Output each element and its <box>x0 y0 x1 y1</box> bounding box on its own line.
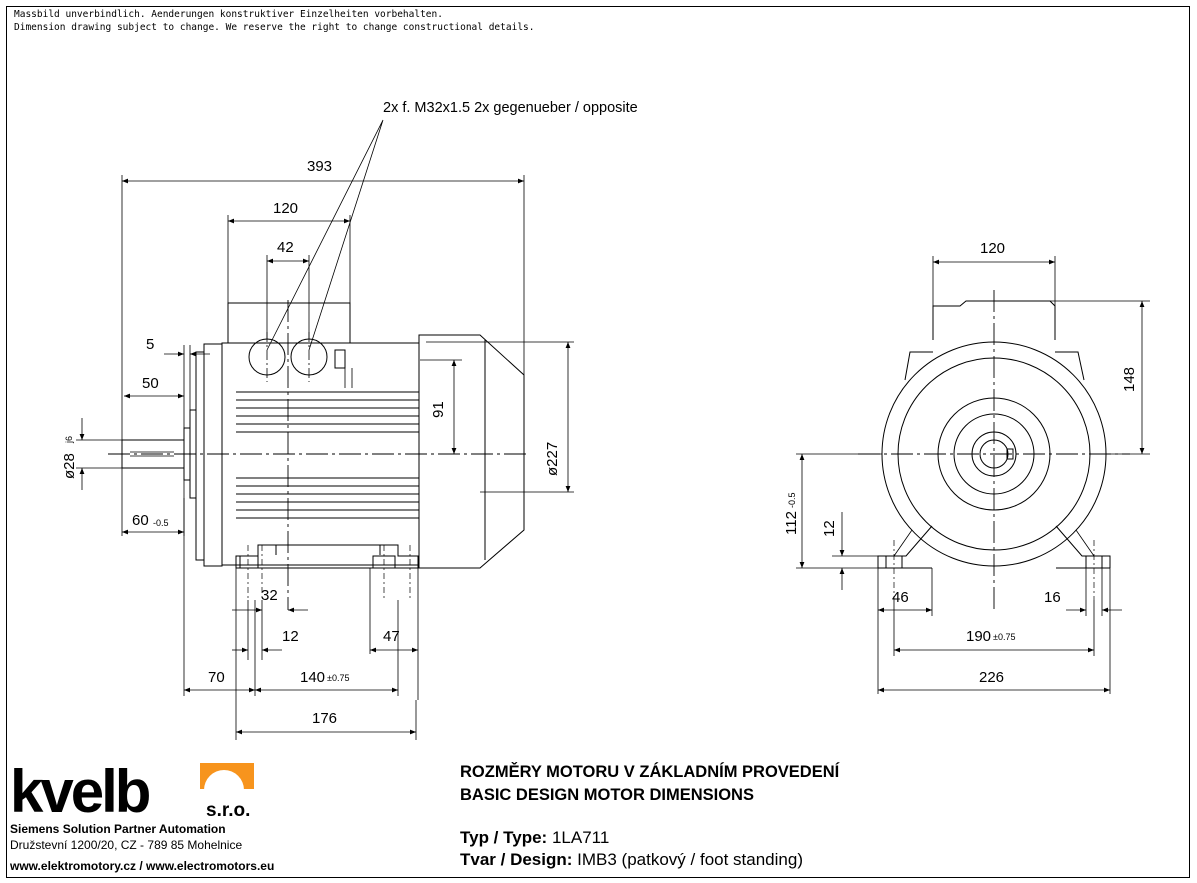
dim-112: 112 <box>783 511 800 535</box>
dim-140-tol: ±0.75 <box>327 673 349 683</box>
dim-190-tol: ±0.75 <box>993 632 1015 642</box>
logo-wordmark: kvelb <box>10 758 150 825</box>
type-row: Typ / Type: 1LA711 <box>460 828 609 848</box>
type-value: 1LA711 <box>551 828 610 847</box>
drawing-frame <box>6 6 1190 878</box>
dim-176: 176 <box>312 710 337 727</box>
dim-12-end: 12 <box>821 520 838 537</box>
disclaimer-german: Massbild unverbindlich. Aenderungen kons… <box>14 9 443 20</box>
end-view <box>858 290 1130 610</box>
dim-42: 42 <box>277 239 294 256</box>
dim-5: 5 <box>146 336 154 353</box>
dim-91: 91 <box>430 401 447 418</box>
dim-393: 393 <box>307 158 332 175</box>
company-tagline: Siemens Solution Partner Automation <box>10 822 226 836</box>
dim-120-end: 120 <box>980 240 1005 257</box>
dim-46: 46 <box>892 589 909 606</box>
disclaimer-english: Dimension drawing subject to change. We … <box>14 22 535 33</box>
dim-226: 226 <box>979 669 1004 686</box>
flange <box>195 351 205 561</box>
dim-148: 148 <box>1121 367 1138 392</box>
dim-140: 140 <box>300 669 325 686</box>
dim-190: 190 <box>966 628 991 645</box>
company-address: Družstevní 1200/20, CZ - 789 85 Mohelnic… <box>10 838 243 852</box>
title-english: BASIC DESIGN MOTOR DIMENSIONS <box>460 786 754 804</box>
design-value: IMB3 (patkový / foot standing) <box>577 850 803 869</box>
dim-120-side: 120 <box>273 200 298 217</box>
dim-50: 50 <box>142 375 159 392</box>
dim-60-tol: -0.5 <box>153 518 169 528</box>
fan-cover <box>418 334 525 569</box>
dim-shaft-dia: ø28 <box>61 453 78 479</box>
design-label: Tvar / Design: <box>460 850 573 869</box>
design-row: Tvar / Design: IMB3 (patkový / foot stan… <box>460 850 803 870</box>
type-label: Typ / Type: <box>460 828 548 847</box>
company-logo: kvelb s.r.o. <box>10 758 254 825</box>
side-view <box>108 300 530 610</box>
dim-32: 32 <box>261 587 278 604</box>
shaft-tolerance: j6 <box>64 436 74 444</box>
drive-end-shield <box>203 343 223 567</box>
dim-47: 47 <box>383 628 400 645</box>
dim-227: ø227 <box>544 442 561 476</box>
terminal-box <box>227 302 351 343</box>
dim-70: 70 <box>208 669 225 686</box>
dim-16: 16 <box>1044 589 1061 606</box>
dim-12-side: 12 <box>282 628 299 645</box>
dim-60: 60 <box>132 512 149 529</box>
logo-suffix: s.r.o. <box>206 800 250 821</box>
dim-112-tol: -0.5 <box>787 492 797 508</box>
title-czech: ROZMĚRY MOTORU V ZÁKLADNÍM PROVEDENÍ <box>460 763 840 781</box>
gland-callout: 2x f. M32x1.5 2x gegenueber / opposite <box>383 100 638 116</box>
company-websites[interactable]: www.elektromotory.cz / www.electromotors… <box>10 859 275 873</box>
end-feet <box>877 525 1111 568</box>
